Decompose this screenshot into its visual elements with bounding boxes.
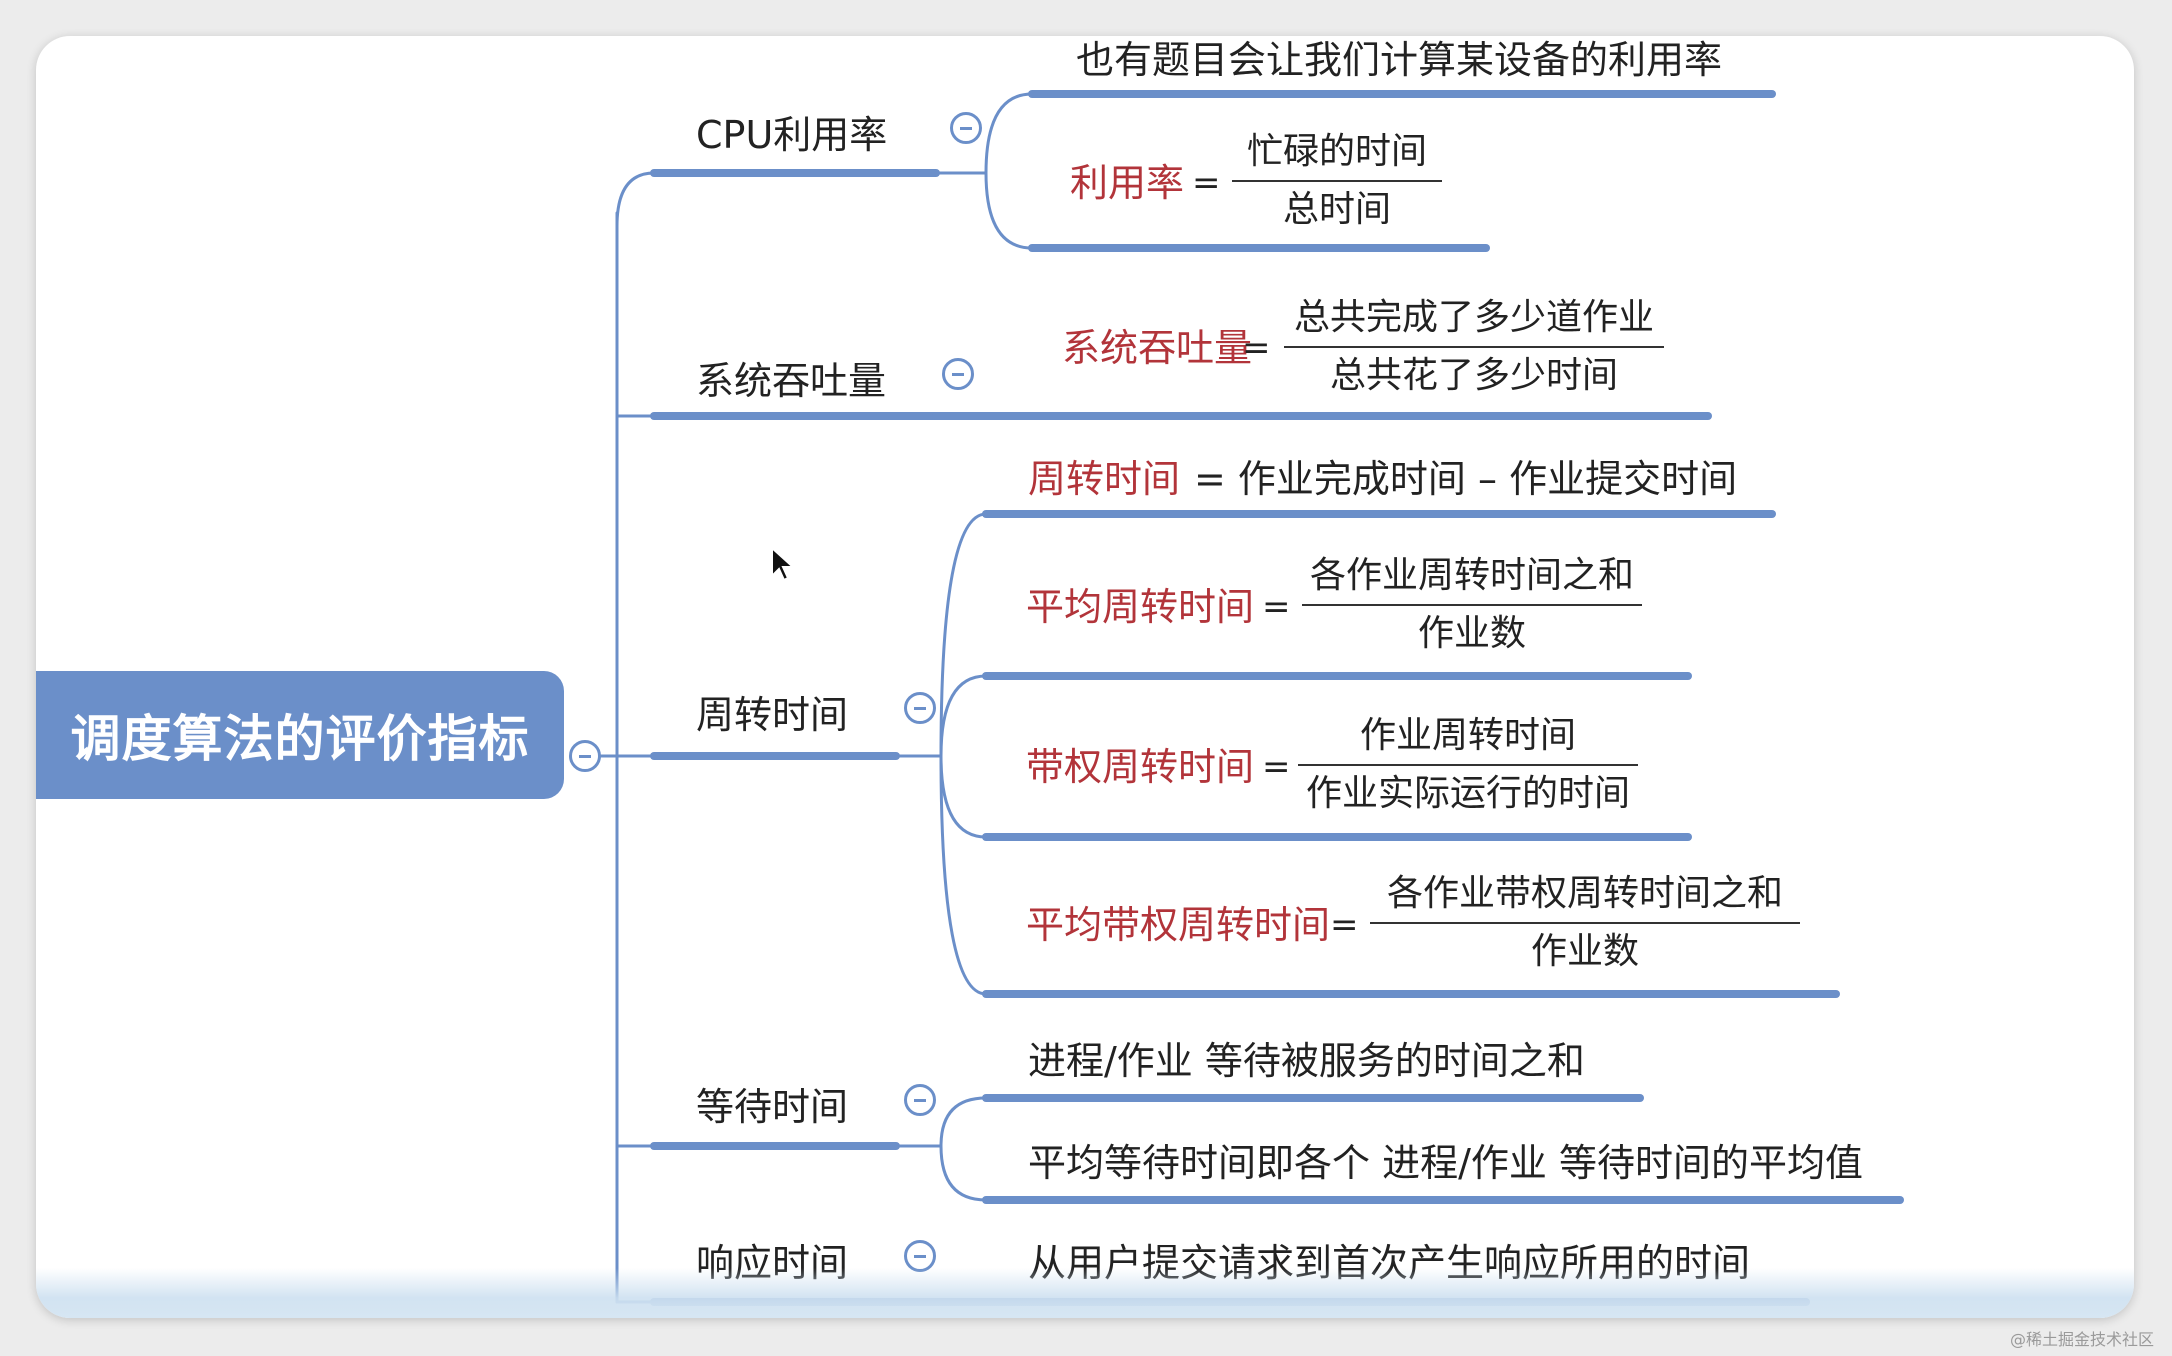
avg-turnaround-lhs: 平均周转时间 [1026,585,1255,629]
fraction-bar [1232,180,1442,182]
collapse-throughput-icon[interactable] [942,358,974,390]
avg-weighted-turnaround-lhs: 平均带权周转时间 [1026,903,1331,947]
avg-turnaround-fraction: 各作业周转时间之和 作业数 [1302,558,1642,652]
avg-weighted-turnaround-eq: = [1330,905,1359,945]
cpu-note[interactable]: 也有题目会让我们计算某设备的利用率 [1076,38,1723,82]
watermark: @稀土掘金技术社区 [2009,1330,2154,1349]
turnaround-def-lhs: 周转时间 [1028,457,1181,501]
root-node[interactable]: 调度算法的评价指标 [36,671,564,799]
throughput-formula-denominator: 总共花了多少时间 [1329,355,1618,396]
fraction-bar [1298,764,1638,766]
weighted-turnaround-eq: = [1262,747,1291,787]
turnaround-def-rest: = 作业完成时间 – 作业提交时间 [1194,457,1738,501]
throughput-formula-eq: = [1242,328,1271,368]
weighted-turnaround-denominator: 作业实际运行的时间 [1305,773,1630,814]
cpu-formula-lhs: 利用率 [1070,161,1185,205]
collapse-turnaround-icon[interactable] [904,692,936,724]
throughput-formula-numerator: 总共完成了多少道作业 [1293,297,1654,338]
mouse-pointer-icon [770,545,796,588]
mindmap-canvas: 调度算法的评价指标 CPU利用率 也有题目会让我们计算某设备的利用率 利用率 =… [36,36,2134,1318]
collapse-waiting-icon[interactable] [904,1084,936,1116]
avg-turnaround-denominator: 作业数 [1417,613,1526,654]
fraction-bar [1284,346,1664,348]
branch-cpu-utilization[interactable]: CPU利用率 [696,113,888,157]
avg-turnaround-numerator: 各作业周转时间之和 [1309,555,1634,596]
avg-weighted-turnaround-fraction: 各作业带权周转时间之和 作业数 [1370,876,1800,970]
throughput-formula-fraction: 总共完成了多少道作业 总共花了多少时间 [1284,300,1664,394]
waiting-item-average[interactable]: 平均等待时间即各个 进程/作业 等待时间的平均值 [1028,1141,1863,1185]
weighted-turnaround-numerator: 作业周转时间 [1359,715,1576,756]
branch-waiting-time[interactable]: 等待时间 [696,1085,849,1129]
cpu-formula-numerator: 忙碌的时间 [1246,131,1427,172]
throughput-formula-lhs: 系统吞吐量 [1062,326,1253,370]
fraction-bar [1302,604,1642,606]
weighted-turnaround-fraction: 作业周转时间 作业实际运行的时间 [1298,718,1638,812]
avg-turnaround-eq: = [1262,587,1291,627]
bottom-fade [36,1268,2134,1318]
collapse-response-icon[interactable] [904,1240,936,1272]
fraction-bar [1370,922,1800,924]
avg-weighted-turnaround-numerator: 各作业带权周转时间之和 [1386,873,1783,914]
waiting-item-sum[interactable]: 进程/作业 等待被服务的时间之和 [1028,1039,1585,1083]
branch-turnaround-time[interactable]: 周转时间 [696,693,849,737]
cpu-formula-fraction: 忙碌的时间 总时间 [1232,134,1442,228]
avg-weighted-turnaround-denominator: 作业数 [1530,931,1639,972]
branch-throughput[interactable]: 系统吞吐量 [696,359,887,403]
collapse-root-icon[interactable] [569,740,601,772]
collapse-cpu-icon[interactable] [950,112,982,144]
cpu-formula-denominator: 总时间 [1282,189,1391,230]
weighted-turnaround-lhs: 带权周转时间 [1026,745,1255,789]
cpu-formula-eq: = [1192,163,1221,203]
